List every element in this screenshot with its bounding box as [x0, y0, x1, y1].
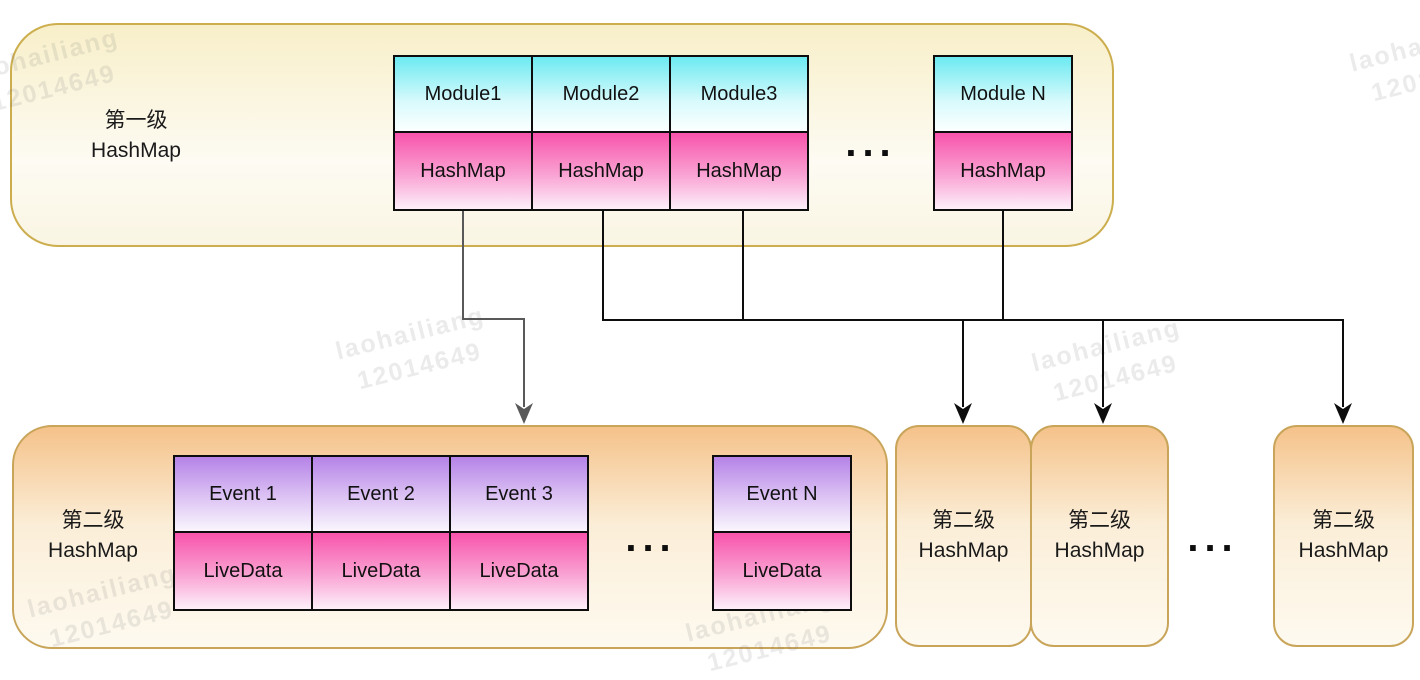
level2-sibling-box: 第二级 HashMap — [1273, 425, 1414, 647]
level2-sibling-label-line1: 第二级 — [931, 509, 995, 532]
event-value-cell: LiveData — [173, 531, 313, 611]
module-column: Module3 HashMap — [669, 55, 809, 211]
level2-sibling-label: 第二级 HashMap — [919, 506, 1009, 566]
arrowhead-drop-2 — [1094, 403, 1112, 424]
level2-sibling-box: 第二级 HashMap — [1030, 425, 1169, 647]
level1-ellipsis: ... — [845, 121, 897, 165]
watermark: laohailiang 12014649 — [1028, 311, 1193, 414]
event-n-value-cell: LiveData — [712, 531, 852, 611]
level1-label: 第一级 HashMap — [91, 106, 181, 166]
event-key-cell: Event 1 — [173, 455, 313, 533]
module-n-key-cell: Module N — [933, 55, 1073, 133]
watermark-line1: laohailiang — [1028, 313, 1184, 378]
module-column: Module2 HashMap — [531, 55, 671, 211]
module-column: Module N HashMap — [933, 55, 1073, 211]
watermark-line2: 12014649 — [1368, 49, 1420, 108]
level2-primary-label: 第二级 HashMap — [48, 506, 138, 566]
watermark-line1: laohailiang — [1346, 13, 1420, 78]
event-value-cell: LiveData — [311, 531, 451, 611]
level1-label-line1: 第一级 — [104, 109, 168, 132]
level1-module-n-table: Module N HashMap — [933, 55, 1073, 211]
level2-sibling-label: 第二级 HashMap — [1055, 506, 1145, 566]
watermark: laohailiang 12014649 — [332, 299, 497, 402]
arrowhead-module1 — [515, 403, 533, 424]
watermark-line2: 12014649 — [1050, 349, 1181, 408]
module-n-value-cell: HashMap — [933, 131, 1073, 211]
watermark-line1: laohailiang — [332, 301, 488, 366]
level2-sibling-label-line1: 第二级 — [1311, 509, 1375, 532]
arrowhead-drop-1 — [954, 403, 972, 424]
level2-primary-ellipsis: ... — [625, 516, 677, 560]
level2-sibling-label-line2: HashMap — [1298, 539, 1389, 562]
level2-event-table: Event 1 LiveData Event 2 LiveData Event … — [173, 455, 589, 611]
level1-label-line2: HashMap — [91, 139, 181, 162]
module-key-cell: Module2 — [531, 55, 671, 133]
level2-sibling-label: 第二级 HashMap — [1299, 506, 1389, 566]
level2-event-n-table: Event N LiveData — [712, 455, 852, 611]
module-key-cell: Module3 — [669, 55, 809, 133]
module-key-cell: Module1 — [393, 55, 533, 133]
event-column: Event 3 LiveData — [449, 455, 589, 611]
module-column: Module1 HashMap — [393, 55, 533, 211]
watermark: laohailiang 12014649 — [1346, 11, 1420, 114]
event-key-cell: Event 2 — [311, 455, 451, 533]
event-column: Event N LiveData — [712, 455, 852, 611]
level2-primary-label-line1: 第二级 — [61, 509, 125, 532]
arrowhead-drop-3 — [1334, 403, 1352, 424]
level2-sibling-label-line2: HashMap — [918, 539, 1009, 562]
level2-siblings-ellipsis: ... — [1187, 516, 1239, 560]
level2-sibling-label-line2: HashMap — [1054, 539, 1145, 562]
event-key-cell: Event 3 — [449, 455, 589, 533]
module-value-cell: HashMap — [669, 131, 809, 211]
module-value-cell: HashMap — [393, 131, 533, 211]
event-n-key-cell: Event N — [712, 455, 852, 533]
watermark-line2: 12014649 — [354, 337, 485, 396]
event-value-cell: LiveData — [449, 531, 589, 611]
module-value-cell: HashMap — [531, 131, 671, 211]
level1-module-table: Module1 HashMap Module2 HashMap Module3 … — [393, 55, 809, 211]
event-column: Event 2 LiveData — [311, 455, 451, 611]
level2-primary-label-line2: HashMap — [48, 539, 138, 562]
event-column: Event 1 LiveData — [173, 455, 313, 611]
level2-sibling-label-line1: 第二级 — [1067, 509, 1131, 532]
level2-sibling-box: 第二级 HashMap — [895, 425, 1032, 647]
